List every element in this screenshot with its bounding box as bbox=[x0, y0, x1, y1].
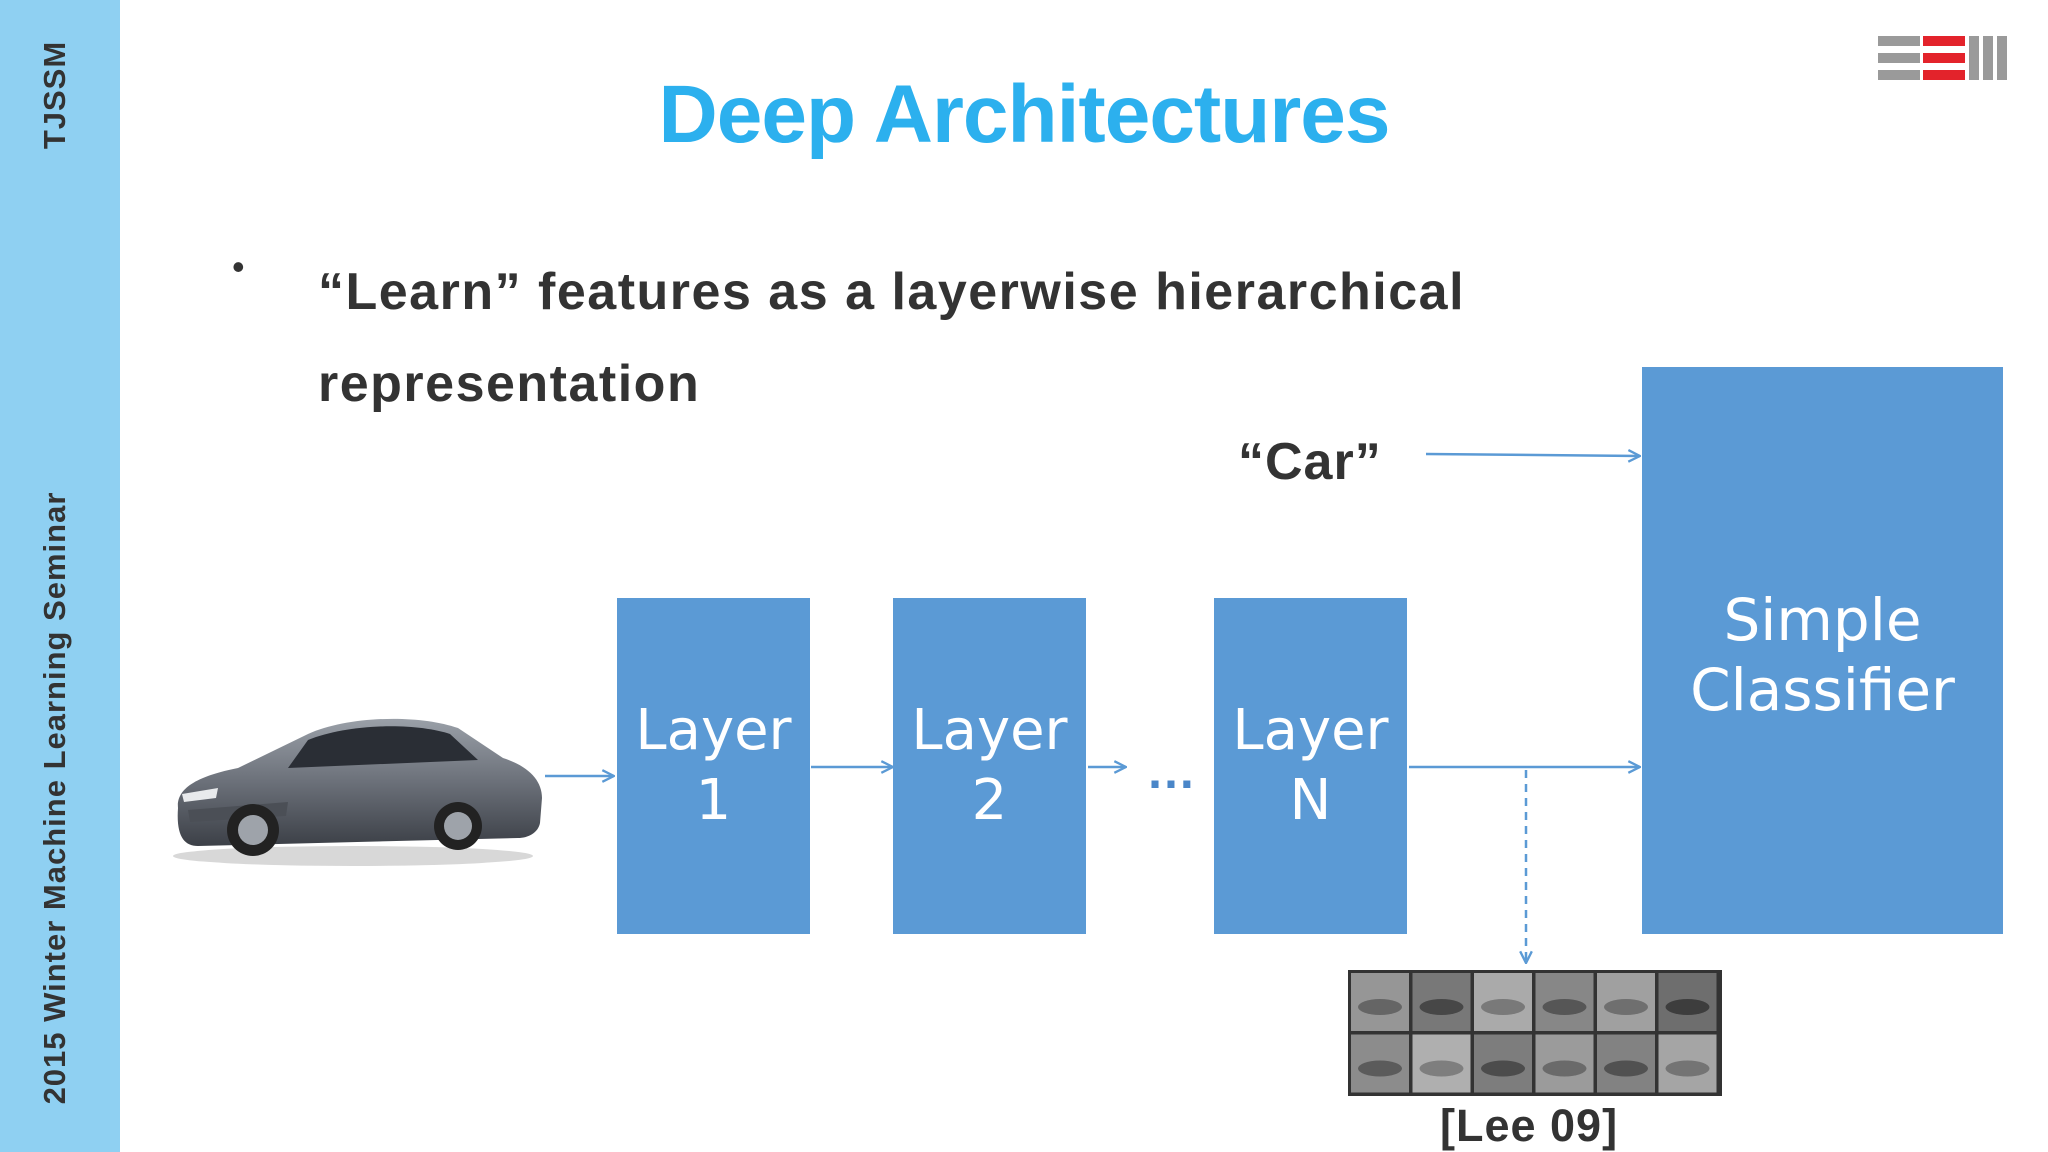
car-image bbox=[173, 718, 543, 866]
logo-icon bbox=[1878, 36, 2007, 80]
layer-1-label: Layer 1 bbox=[635, 698, 792, 833]
feature-patch-shape bbox=[1358, 999, 1402, 1015]
feature-patch-shape bbox=[1481, 999, 1525, 1015]
feature-patches-image bbox=[1348, 970, 1722, 1096]
layer-2-label: Layer 2 bbox=[911, 698, 1068, 833]
feature-patch-shape bbox=[1481, 1060, 1525, 1077]
car-label: “Car” bbox=[1238, 433, 1382, 491]
sidebar: TJSSM 2015 Winter Machine Learning Semin… bbox=[0, 0, 120, 1152]
arrow-label-to-classifier bbox=[1425, 454, 1640, 456]
feature-patch-shape bbox=[1604, 1060, 1648, 1077]
bullet-text: “Learn” features as a layerwise hierarch… bbox=[318, 263, 1466, 413]
classifier-label: Simple Classifier bbox=[1690, 586, 1955, 724]
feature-patch-shape bbox=[1419, 1060, 1464, 1077]
feature-patch-shape bbox=[1665, 999, 1710, 1015]
feature-patch-shape bbox=[1542, 1060, 1587, 1077]
feature-patch-shape bbox=[1542, 999, 1587, 1015]
bullet-marker: • bbox=[232, 246, 245, 287]
feature-patch-shape bbox=[1358, 1060, 1402, 1077]
layer-n-label: Layer N bbox=[1232, 698, 1389, 833]
slide-title: Deep Architectures bbox=[658, 69, 1391, 160]
classifier-box: Simple Classifier bbox=[1642, 367, 2003, 934]
layer-1-box: Layer 1 bbox=[617, 598, 810, 934]
ellipsis: … bbox=[1146, 743, 1198, 799]
feature-patch-shape bbox=[1665, 1060, 1710, 1077]
layer-n-box: Layer N bbox=[1214, 598, 1407, 934]
citation: [Lee 09] bbox=[1440, 1100, 1619, 1151]
feature-patch-shape bbox=[1419, 999, 1464, 1015]
feature-patch-shape bbox=[1604, 999, 1648, 1015]
layer-2-box: Layer 2 bbox=[893, 598, 1086, 934]
